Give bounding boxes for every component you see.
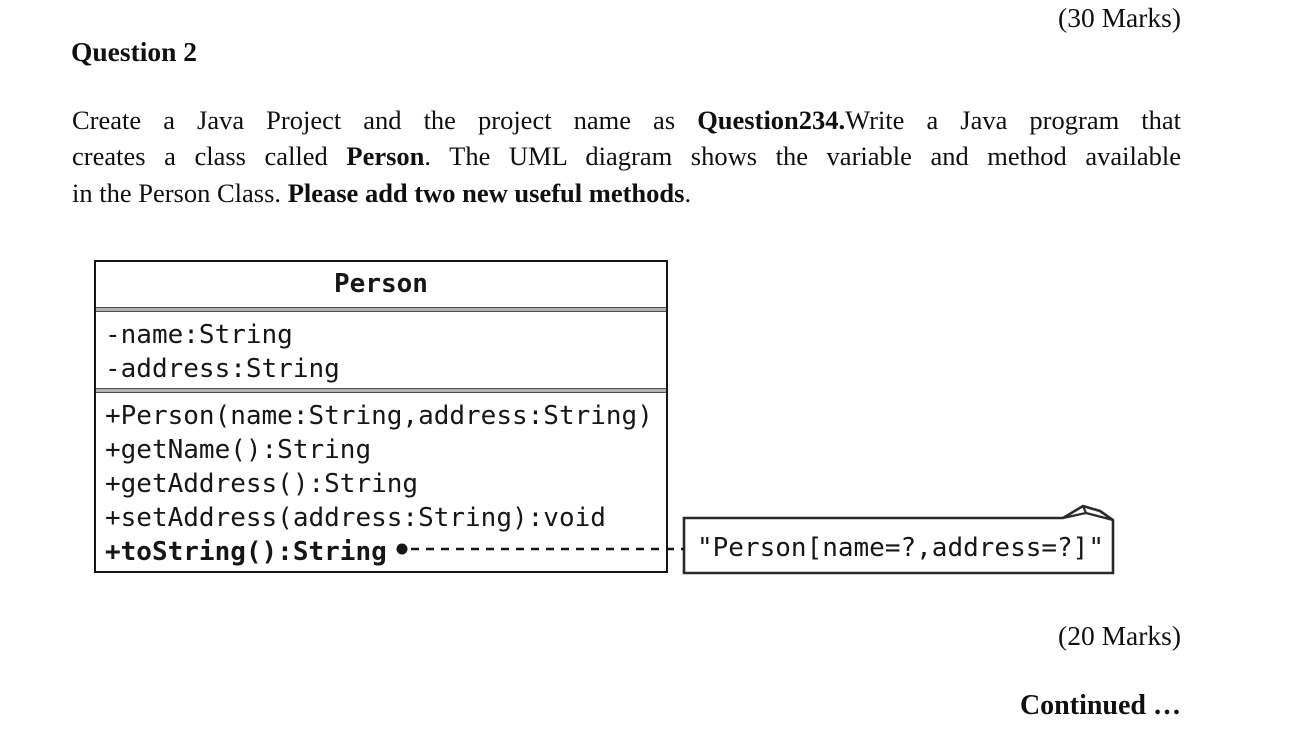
intro-text: creates a class called xyxy=(72,141,347,172)
intro-text: Create a Java Project and the project na… xyxy=(72,105,698,135)
intro-text: . xyxy=(684,177,692,208)
uml-method-tostring: +toString():String xyxy=(105,537,387,567)
top-marks-label: (30 Marks) xyxy=(1058,2,1181,33)
uml-attribute: -name:String xyxy=(105,320,293,350)
uml-note-text: "Person[name=?,address=?]" xyxy=(697,533,1104,563)
uml-methods-section: +Person(name:String,address:String) +get… xyxy=(96,393,666,569)
bottom-marks-label: (20 Marks) xyxy=(1058,620,1181,651)
uml-method: +setAddress(address:String):void xyxy=(105,503,606,533)
uml-method: +Person(name:String,address:String) xyxy=(105,401,653,431)
uml-note-shape xyxy=(682,504,1115,575)
intro-text: . The UML diagram shows the variable and… xyxy=(424,141,1181,172)
intro-text-bold: Please add two new useful methods xyxy=(287,177,685,208)
intro-line-3: in the Person Class. Please add two new … xyxy=(72,175,1181,211)
uml-class-box: Person -name:String -address:String +Per… xyxy=(94,260,668,573)
question-title: Question 2 xyxy=(71,36,198,67)
uml-class-name: Person xyxy=(334,269,428,299)
note-fold-icon xyxy=(1062,505,1114,522)
note-connector-graphic xyxy=(396,504,1115,575)
continued-label: Continued … xyxy=(1019,690,1181,721)
intro-text-bold: Question234. xyxy=(697,105,846,135)
uml-attributes-section: -name:String -address:String xyxy=(96,312,666,388)
connector-bullet-icon xyxy=(396,543,408,555)
uml-method: +getAddress():String xyxy=(105,469,419,499)
uml-method: +getName():String xyxy=(105,435,372,465)
intro-line-2: creates a class called Person. The UML d… xyxy=(72,138,1181,174)
question-intro-paragraph: Create a Java Project and the project na… xyxy=(72,102,1181,211)
intro-line-1: Create a Java Project and the project na… xyxy=(72,102,1181,138)
intro-text: in the Person Class. xyxy=(72,177,288,208)
uml-section-divider xyxy=(96,388,666,393)
uml-attribute: -address:String xyxy=(105,354,340,384)
intro-text-bold: Person xyxy=(346,141,425,172)
uml-section-divider xyxy=(96,307,666,312)
intro-text: Write a Java program that xyxy=(845,105,1181,135)
